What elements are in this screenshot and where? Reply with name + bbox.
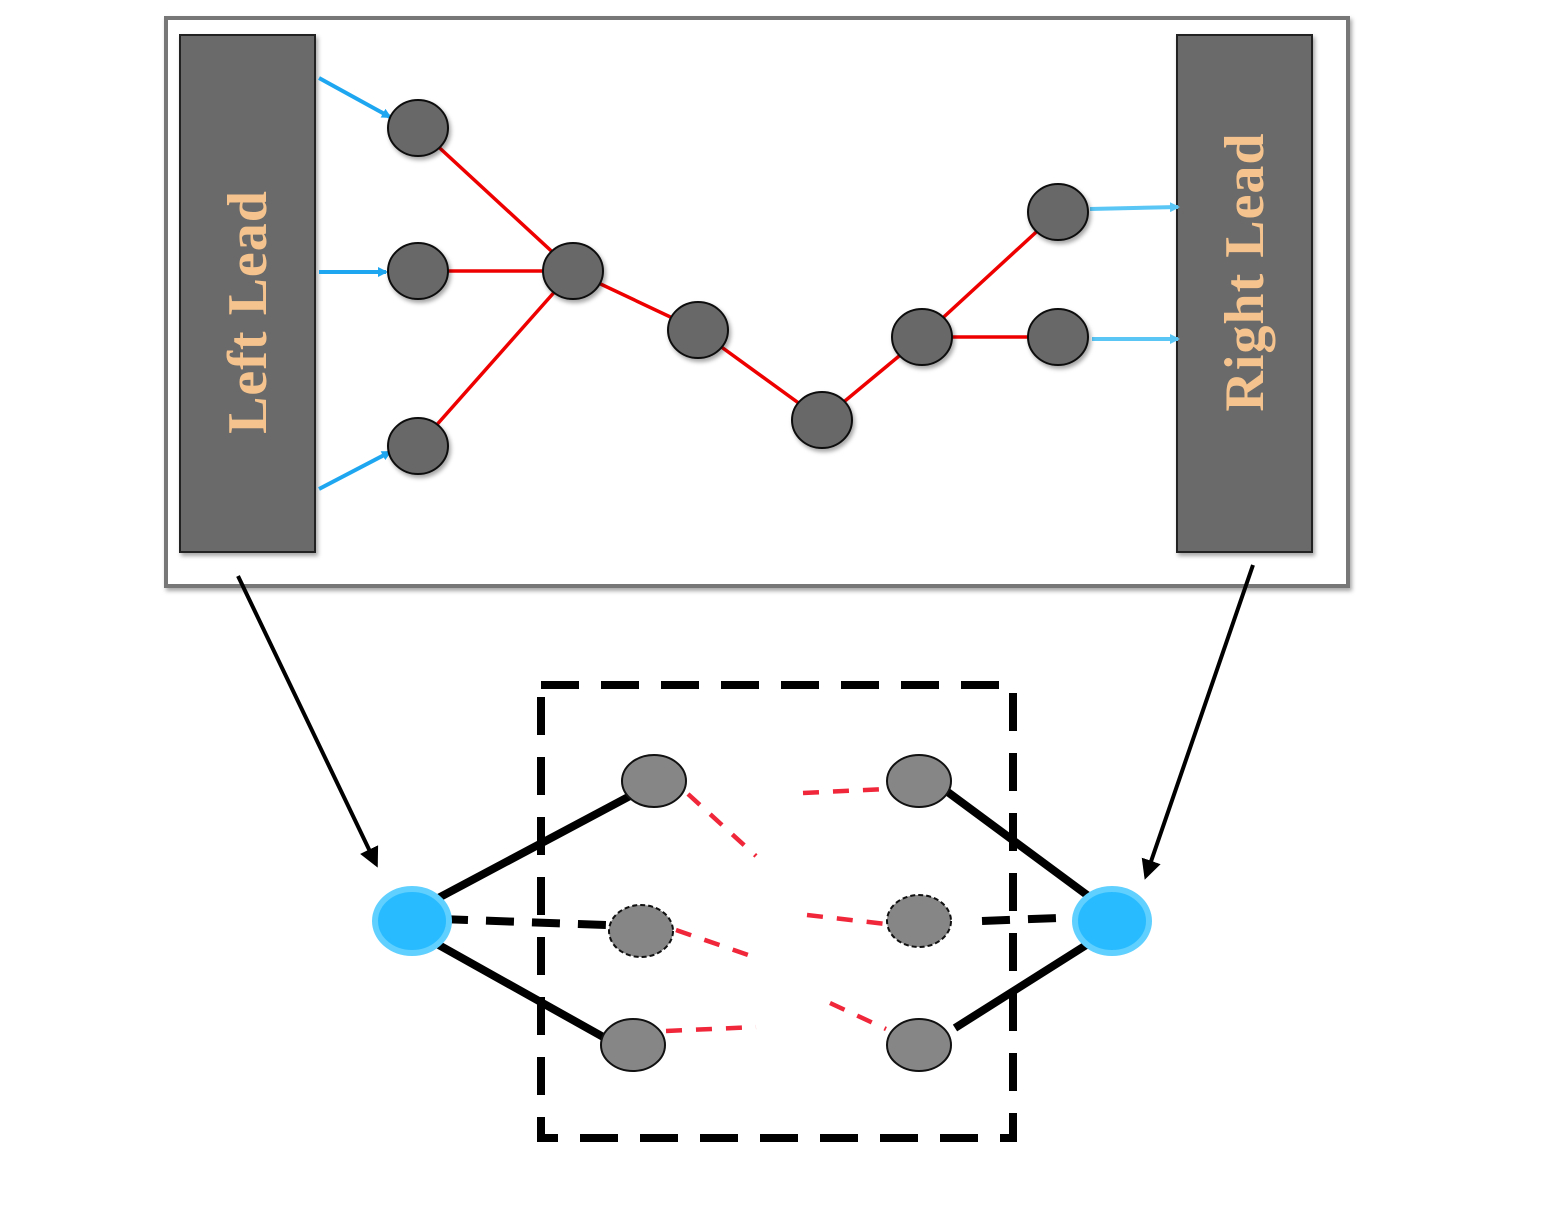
outflow-arrows [1089,202,1180,344]
link [410,926,607,1042]
link [806,912,887,927]
top-panel: Left Lead Right Lead [164,16,1350,588]
left-lead: Left Lead [179,34,316,553]
edge [416,126,575,273]
arrow-icon [1141,564,1255,880]
node [600,1018,666,1072]
link [829,1000,887,1032]
arrow-icon [236,575,379,868]
link [410,792,632,916]
arrow-icon [1089,202,1180,213]
link [439,915,607,929]
node [1027,308,1089,366]
node [542,242,604,300]
terminals [372,886,1152,956]
node [621,754,687,808]
node [387,99,449,157]
right-lead: Right Lead [1176,34,1313,553]
node [891,308,953,366]
left-lead-bar [179,34,316,553]
network-nodes [387,99,1089,475]
node-dashed [608,904,674,958]
reduced-model [372,681,1152,1142]
link [675,927,755,960]
reduced-nodes [600,754,952,1072]
node [791,391,853,449]
red-dashed-links [665,786,887,1034]
panel-frame [164,16,1350,588]
right-lead-label: Right Lead [1214,132,1276,411]
mapping-arrows [236,564,1255,880]
right-lead-bar [1176,34,1313,553]
arrow-icon [318,450,392,491]
left-terminal [372,886,452,956]
link [952,926,1113,1032]
node [667,301,729,359]
edge [920,210,1060,339]
link [665,1024,757,1034]
link [802,786,887,796]
left-lead-label: Left Lead [217,190,279,434]
link [981,913,1084,925]
right-terminal [1072,886,1152,956]
terminal-dashed-links [439,913,1084,929]
terminal-links [410,786,1113,1042]
link [942,786,1113,916]
inflow-arrows [318,76,392,491]
arrow-icon [318,76,392,119]
link [686,792,758,858]
node [1027,183,1089,241]
dashed-box [537,681,1017,1142]
node [886,1018,952,1072]
node [387,242,449,300]
node-dashed [886,894,952,948]
edge [416,269,575,448]
node [387,417,449,475]
node [886,754,952,808]
